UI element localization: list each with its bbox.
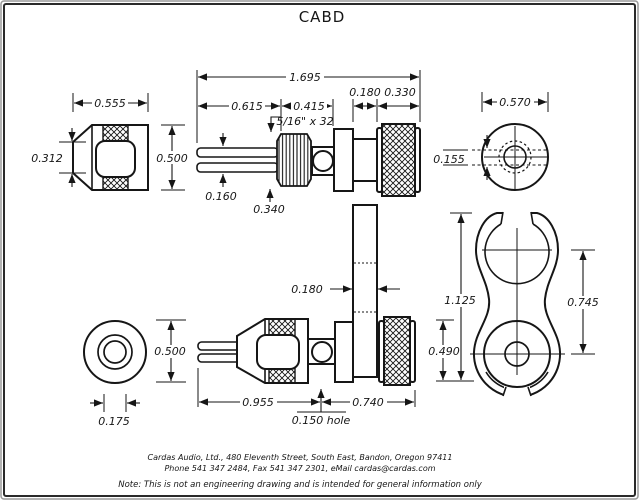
inner-border xyxy=(3,3,636,497)
asm-cap-core xyxy=(256,334,300,370)
dim-prong-height: 0.160 xyxy=(205,190,237,203)
washer-outer-circle xyxy=(83,320,147,384)
dim-cap-od: 0.500 xyxy=(156,152,188,165)
washer-ring xyxy=(97,334,133,370)
footer-note: Note: This is not an engineering drawing… xyxy=(118,480,482,490)
dim-cap-width: 0.555 xyxy=(94,97,126,110)
post-neck xyxy=(352,138,378,182)
dim-barrel-od: 0.490 xyxy=(428,345,460,358)
prong-top xyxy=(196,147,279,158)
hole-callout: 0.150 hole xyxy=(292,414,351,427)
dim-rear-slot: 0.155 xyxy=(433,153,465,166)
dim-spade-centers: 0.745 xyxy=(567,296,599,309)
dim-prong-length: 0.615 xyxy=(231,100,263,113)
figure-assembled-view: 0.500 0.180 0.955 0.740 0.150 hole 0.490 xyxy=(152,204,474,427)
dim-overall-length: 1.695 xyxy=(289,71,321,84)
dim-asm-cap-od: 0.500 xyxy=(154,345,186,358)
washer-hole xyxy=(103,340,127,364)
prong-bottom xyxy=(196,162,279,173)
dim-neck-width: 0.180 xyxy=(349,86,381,99)
dim-rear-length: 0.740 xyxy=(352,396,384,409)
dim-thread-od: 0.340 xyxy=(253,203,285,216)
figure-washer-front-view: 0.175 xyxy=(83,320,147,428)
figure-spade-front-view: 1.125 0.745 xyxy=(442,206,602,400)
dim-washer-hole: 0.175 xyxy=(98,415,130,428)
footer-address: Cardas Audio, Ltd., 480 Eleventh Street,… xyxy=(148,453,453,462)
spade-edge-view xyxy=(352,204,378,378)
dim-spade-length: 1.125 xyxy=(444,294,476,307)
post-flange xyxy=(333,128,354,192)
asm-cross-hole xyxy=(311,341,333,363)
dim-cap-bore: 0.312 xyxy=(31,152,63,165)
footer-contact: Phone 541 347 2484, Fax 541 347 2301, eM… xyxy=(164,464,435,473)
cap-core xyxy=(95,140,136,178)
drawing-title: CABD xyxy=(299,8,346,26)
cross-hole xyxy=(312,150,334,172)
dim-front-length: 0.955 xyxy=(242,396,274,409)
dim-knob-width: 0.330 xyxy=(384,86,416,99)
figure-rear-end-view: 0.570 0.155 xyxy=(432,92,549,191)
figure-cap-side-view: 0.555 0.312 0.500 xyxy=(31,93,191,191)
footer-block: Cardas Audio, Ltd., 480 Eleventh Street,… xyxy=(118,453,482,490)
asm-flange xyxy=(334,321,354,383)
dim-spade-thickness: 0.180 xyxy=(291,283,323,296)
dim-rear-od: 0.570 xyxy=(499,96,531,109)
figure-post-side-view: 1.695 0.615 0.415 0.180 0.330 5/16" x 32… xyxy=(196,70,421,216)
thread-spec-callout: 5/16" x 32 xyxy=(276,115,333,128)
dim-thread-length: 0.415 xyxy=(293,100,325,113)
